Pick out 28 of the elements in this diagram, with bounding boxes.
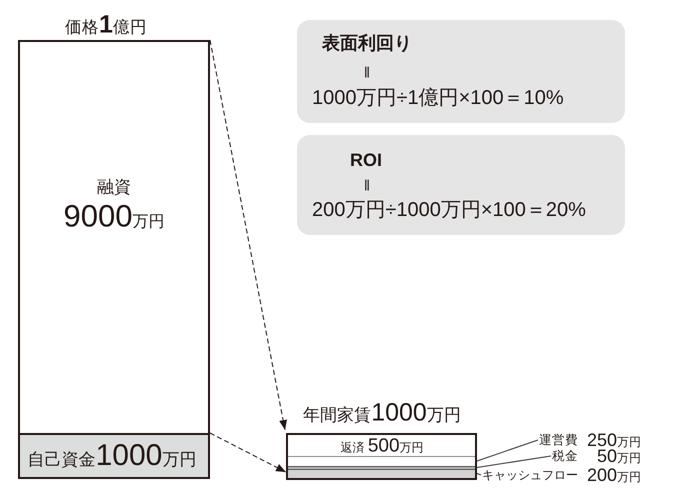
formula-panel [297, 135, 625, 235]
formula-panel [297, 20, 625, 123]
amount-label: 250万円 [586, 431, 641, 449]
amount-label: 200万円 [586, 466, 641, 484]
item-label: 運営費 [539, 434, 578, 446]
formula-text: 200万円÷1000万円×100＝20% [312, 200, 586, 220]
bar-segment [288, 469, 475, 478]
leader-line [476, 440, 538, 462]
segment-label: 融資 [97, 178, 131, 196]
equals-sign: ‖ [364, 178, 370, 194]
dashed-arrow [210, 40, 288, 430]
bar-segment [20, 433, 208, 477]
item-label: 税金 [552, 450, 578, 462]
segment-label: 返済 500万円 [340, 436, 424, 456]
dashed-arrow [210, 432, 286, 473]
amount-label: 50万円 [596, 447, 641, 465]
item-label: キャッシュフロー [482, 469, 578, 481]
equals-sign: ‖ [364, 66, 370, 80]
bar-segment [288, 466, 475, 469]
leader-line [476, 473, 482, 476]
bar-title: 価格1億円 [65, 12, 147, 38]
segment-label: 自己資金1000万円 [28, 441, 196, 471]
formula-text: 1000万円÷1億円×100＝10% [312, 88, 564, 108]
panel-title: ROI [350, 151, 382, 169]
panel-title: 表面利回り [322, 34, 412, 52]
bar-title: 年間家賃1000万円 [303, 400, 461, 426]
leader-line [476, 456, 552, 468]
amount-label: 9000万円 [64, 200, 164, 232]
